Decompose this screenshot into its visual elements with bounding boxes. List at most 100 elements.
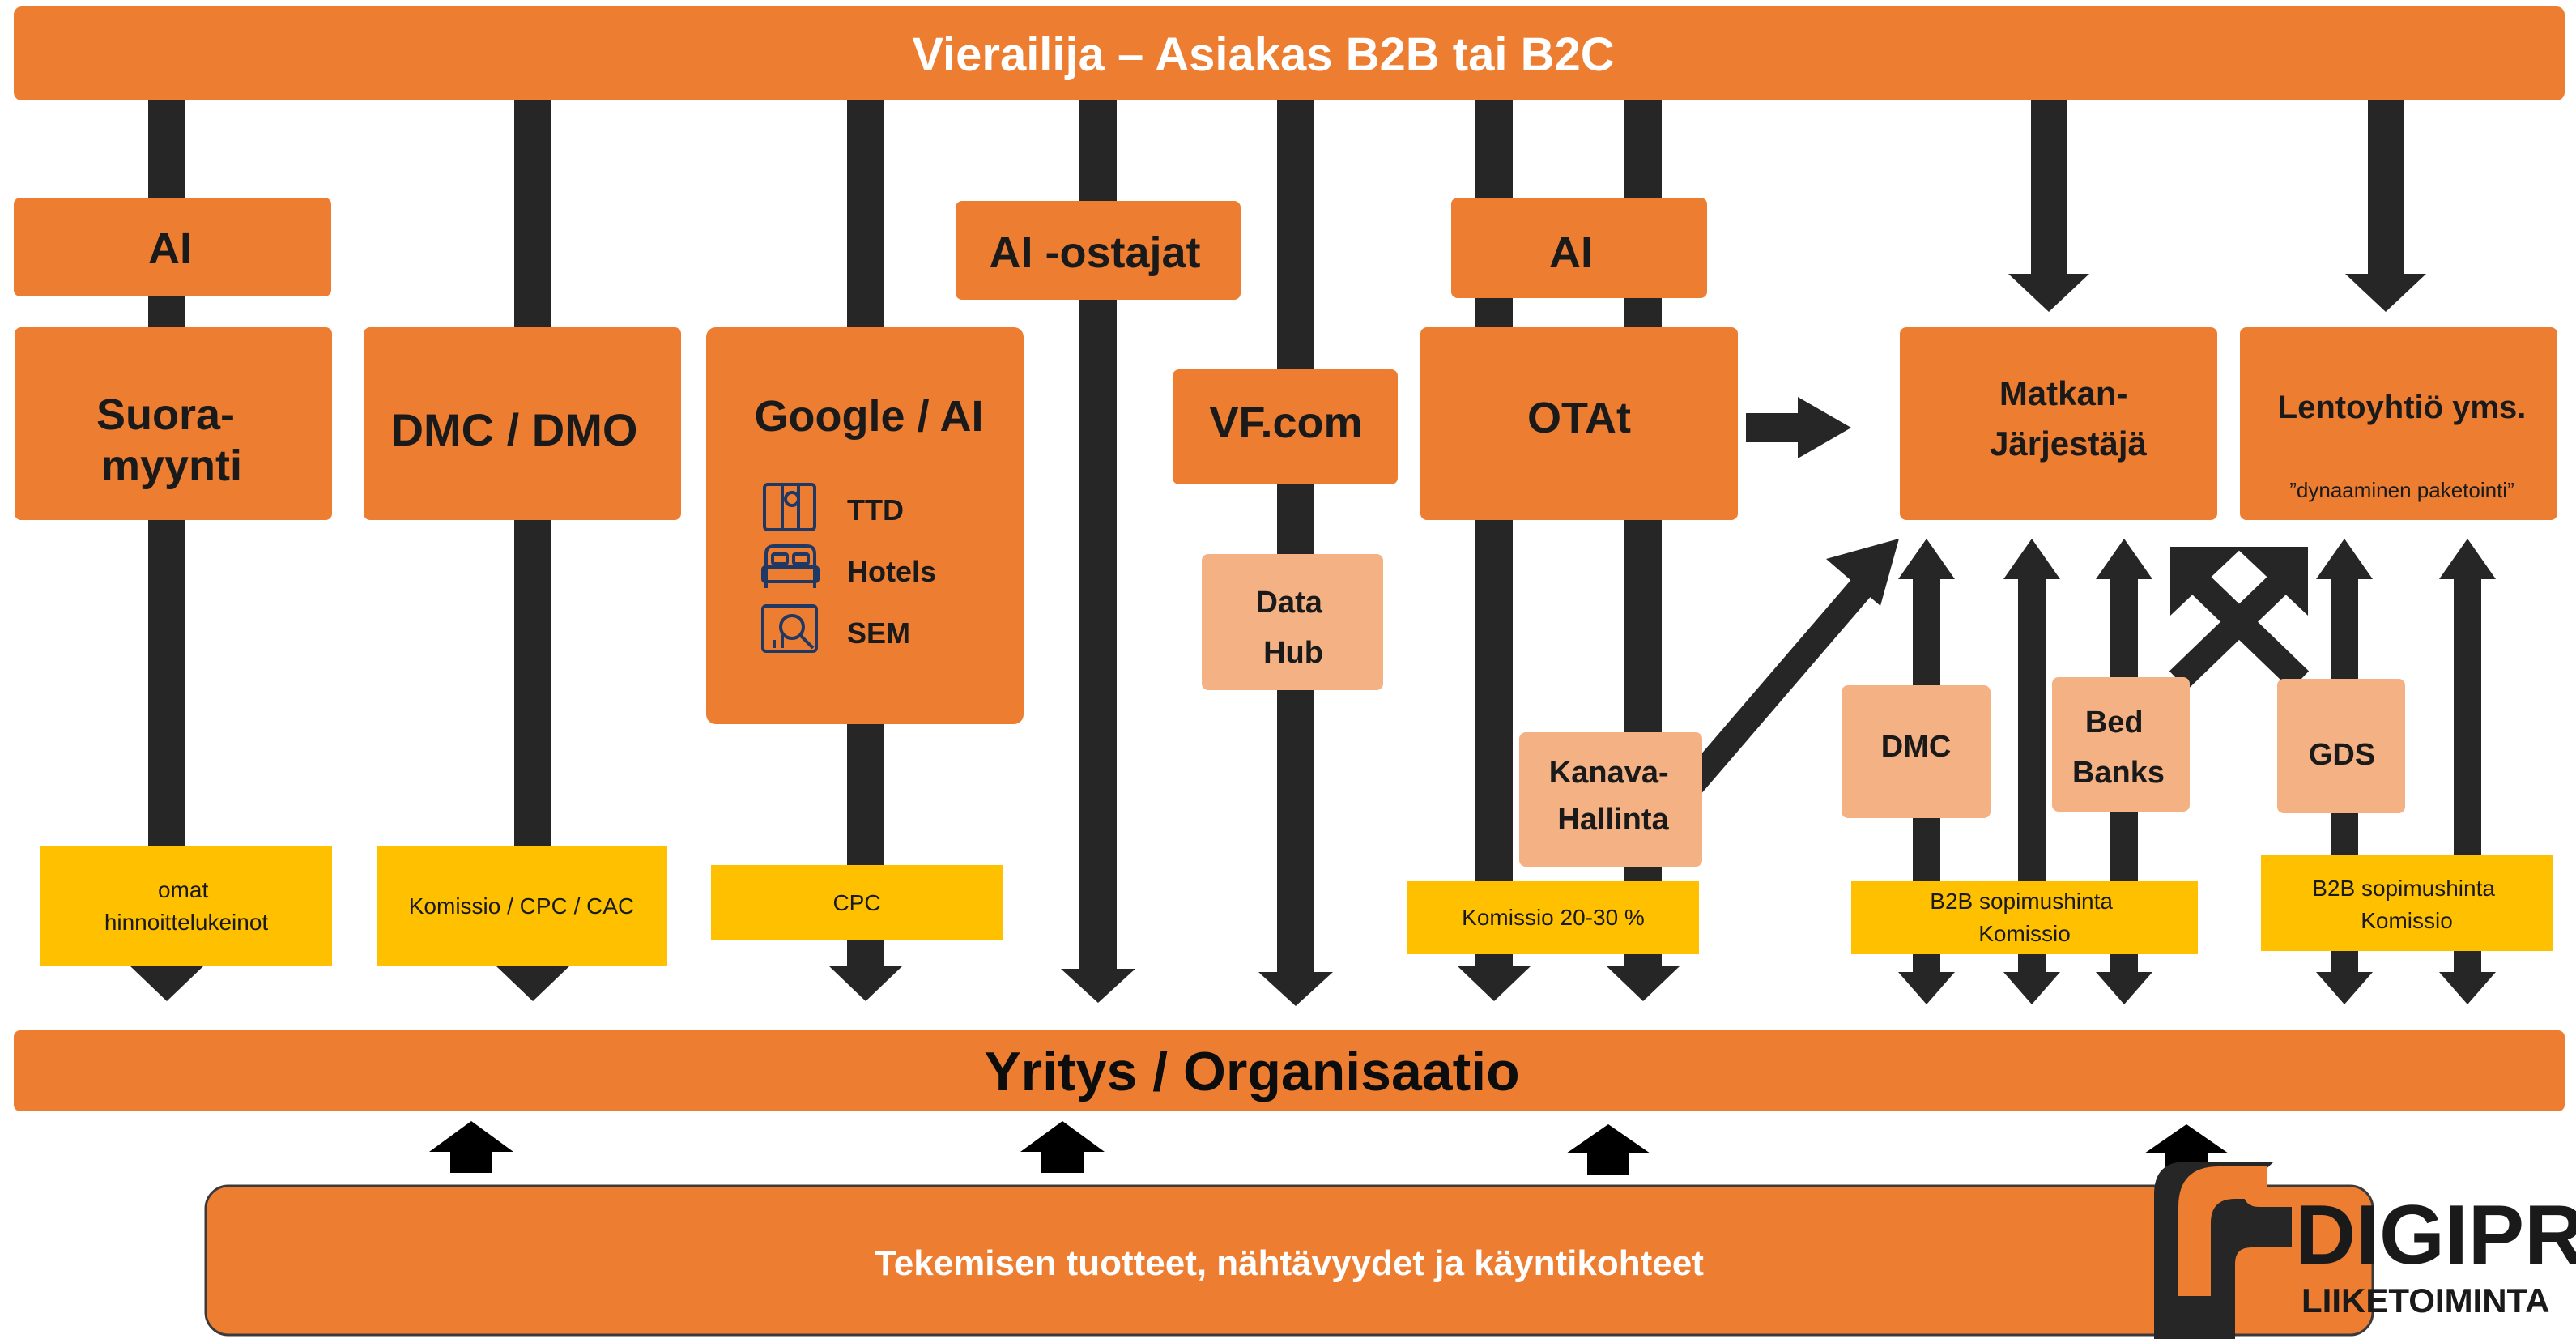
pricing-omat-label: omat hinnoittelukeinot (104, 877, 269, 935)
ai-box-2 (1451, 198, 1707, 298)
dbl-down-3 (2096, 972, 2152, 1004)
ai-box-2-label: AI (1549, 228, 1593, 277)
cross-arrows (2169, 547, 2310, 690)
suoramyynti-label: Suora- myynti (96, 390, 247, 490)
arrow-head-ai-ostajat (1061, 969, 1135, 1003)
shaft-lentoyhtio-in (2368, 97, 2404, 275)
dbl-down-1 (1898, 972, 1955, 1004)
matkanjarjestaja-line-2: Järjestäjä (1990, 424, 2147, 463)
bottom-title: Tekemisen tuotteet, nähtävyydet ja käynt… (875, 1243, 1704, 1283)
data-hub-label: Data Hub (1256, 586, 1331, 670)
pricing-komissio-20-30-label: Komissio 20-30 % (1462, 905, 1645, 930)
up-arrow-2 (1020, 1121, 1105, 1173)
ai-ostajat-label: AI -ostajat (989, 228, 1200, 277)
otat-right-arrow (1746, 397, 1851, 458)
dbl-up-5 (2439, 539, 2496, 579)
matkanjarjestaja-line-1: Matkan- (1999, 374, 2128, 412)
dbl-down-5 (2439, 972, 2496, 1004)
kanavahallinta-line-1: Kanava- (1549, 756, 1669, 790)
vf-label: VF.com (1209, 399, 1362, 447)
gds-label: GDS (2309, 738, 2375, 772)
suoramyynti-line-1: Suora- (96, 390, 235, 439)
pricing-omat-box (40, 846, 332, 966)
data-hub-box (1202, 554, 1383, 690)
bed-banks-line-2: Banks (2072, 756, 2165, 790)
logo-brand: DIGIPRO (2295, 1188, 2576, 1282)
ai-ostajat-box (956, 201, 1241, 300)
google-ai-box (706, 327, 1024, 724)
arrow-head-dmc-dmo (496, 966, 570, 1001)
kanavahallinta-diagonal-arrow (1682, 539, 1899, 793)
cross-head-1 (2170, 547, 2243, 616)
logo-mark-accent (2178, 1166, 2267, 1296)
bottom-bar (204, 1184, 2374, 1337)
arrow-head-otat-1 (1457, 966, 1531, 1001)
otat-box (1420, 327, 1738, 520)
data-hub-line-1: Data (1256, 586, 1323, 620)
dbl-up-2 (2003, 539, 2060, 579)
bed-banks-label: Bed Banks (2072, 706, 2165, 790)
map-icon (763, 483, 816, 531)
bed-banks-box (2052, 677, 2190, 812)
arrow-head-lentoyhtio-in (2345, 274, 2426, 312)
arrow-head-matkanjarjestaja-in (2008, 274, 2089, 312)
otat-label: OTAt (1527, 394, 1631, 442)
yritys-title: Yritys / Organisaatio (984, 1041, 1519, 1102)
dbl-up-1 (1898, 539, 1955, 579)
google-item-sem-label: SEM (847, 616, 910, 650)
dbl-down-2 (2003, 972, 2060, 1004)
otat-right-shaft (1746, 413, 1803, 442)
google-item-sem: SEM (761, 604, 910, 653)
vf-box (1173, 369, 1398, 484)
cross-head-2 (2235, 547, 2308, 616)
pricing-omat-line-2: hinnoittelukeinot (104, 910, 269, 935)
cross-line-2 (2169, 561, 2301, 690)
suoramyynti-box (15, 327, 332, 520)
arrow-head-vf (1258, 972, 1333, 1006)
data-hub-line-2: Hub (1263, 636, 1323, 670)
pricing-b2b-1-line-2: Komissio (1978, 921, 2071, 946)
logo-sub: LIIKETOIMINTA (2301, 1281, 2549, 1320)
diag-head (1826, 539, 1899, 606)
otat-right-head (1798, 397, 1851, 458)
shaft-dmc-dmo (514, 97, 551, 972)
pricing-b2b-1-label: B2B sopimushinta Komissio (1930, 889, 2118, 946)
bed-banks-line-1: Bed (2085, 706, 2144, 740)
kanavahallinta-line-2: Hallinta (1557, 803, 1669, 837)
dmc-dmo-label: DMC / DMO (391, 404, 638, 455)
pricing-b2b-1-line-1: B2B sopimushinta (1930, 889, 2113, 914)
header-bar (14, 6, 2565, 100)
pricing-komissio-cpc-cac-box (377, 846, 667, 966)
arrow-head-google (828, 966, 903, 1001)
matkanjarjestaja-box (1900, 327, 2217, 520)
ai-box-1 (14, 198, 331, 296)
pricing-komissio-cpc-cac-label: Komissio / CPC / CAC (409, 893, 635, 919)
dmc-box (1842, 685, 1991, 818)
google-ai-label: Google / AI (755, 392, 984, 441)
up-arrow-3 (1566, 1124, 1650, 1175)
pricing-b2b-2-label: B2B sopimushinta Komissio (2312, 876, 2501, 933)
pricing-b2b-1-box (1851, 881, 2198, 954)
google-item-hotels: Hotels (761, 544, 936, 588)
bed-icon (761, 544, 820, 588)
shaft-matkanjarjestaja-in (2031, 97, 2067, 275)
kanavahallinta-box (1519, 732, 1702, 867)
arrow-head-suoramyynti (130, 966, 204, 1001)
dbl-down-4 (2316, 972, 2373, 1004)
lentoyhtio-box (2240, 327, 2557, 520)
dbl-up-3 (2096, 539, 2152, 579)
shaft-vf (1277, 97, 1314, 980)
gds-box (2277, 679, 2405, 813)
header-title: Vierailija – Asiakas B2B tai B2C (912, 28, 1614, 81)
pricing-cpc-label: CPC (832, 890, 880, 915)
pricing-b2b-2-line-1: B2B sopimushinta (2312, 876, 2495, 901)
google-item-hotels-label: Hotels (847, 555, 936, 588)
dmc-dmo-box (364, 327, 681, 520)
lentoyhtio-label: Lentoyhtiö yms. (2278, 390, 2527, 425)
down-arrow-heads (130, 274, 2426, 1006)
google-item-ttd-label: TTD (847, 493, 904, 527)
pricing-komissio-20-30-box (1407, 881, 1699, 954)
up-arrows (429, 1121, 2229, 1175)
